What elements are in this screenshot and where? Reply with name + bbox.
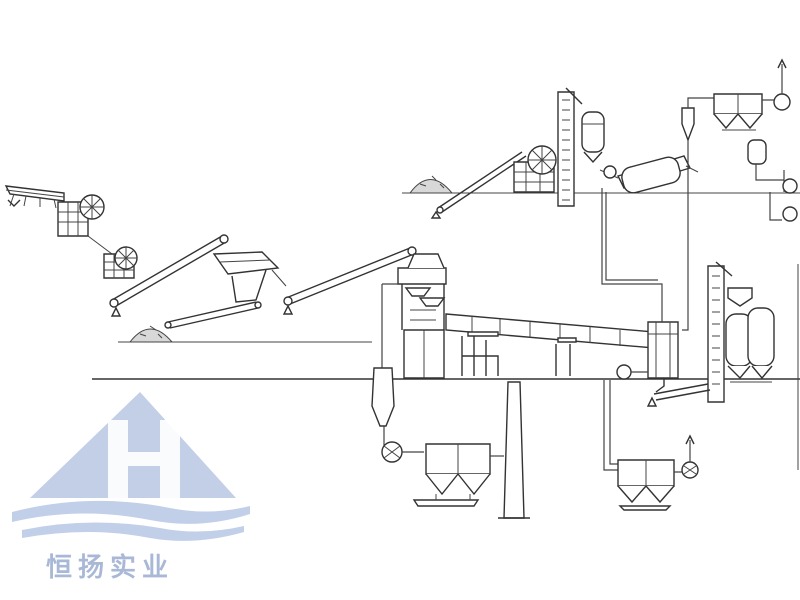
induced-draft-fan-icon-right	[674, 436, 698, 478]
cement-silo-icon	[726, 308, 774, 382]
raw-material-silo-icon	[582, 112, 604, 162]
belt-conveyor-icon-1	[110, 235, 228, 316]
bag-dust-collector-icon-right	[618, 460, 674, 510]
belt-conveyor-icon-2	[165, 302, 261, 328]
bucket-elevator-icon-upper	[558, 88, 582, 206]
secondary-crusher-icon	[104, 247, 137, 278]
company-logo	[12, 392, 250, 541]
chimney-icon	[498, 382, 530, 518]
vibrating-feeder-icon	[6, 186, 64, 208]
vibrating-screen-icon	[214, 252, 286, 302]
jaw-crusher-icon-upper	[514, 146, 556, 192]
bucket-elevator-icon-right	[708, 262, 732, 402]
jaw-crusher-icon	[58, 195, 112, 254]
clinker-cooler-icon	[648, 322, 678, 392]
raw-material-pile-icon-2	[410, 176, 452, 193]
bag-dust-collector-icon-lower	[414, 444, 504, 506]
bag-dust-collector-icon-upper	[714, 94, 762, 130]
belt-conveyor-icon-3	[284, 247, 416, 314]
logo-wave-2	[22, 522, 244, 541]
cement-conveyor-icon	[648, 384, 710, 406]
logo-wave-1	[12, 500, 250, 524]
powder-separator-icon	[748, 140, 797, 221]
raw-meal-duct	[602, 176, 688, 330]
induced-draft-fan-icon-upper	[762, 60, 790, 110]
logo-sail-shape	[30, 392, 236, 498]
company-name: 恒扬实业	[46, 553, 175, 583]
cooler-exhaust-duct	[604, 365, 648, 470]
belt-conveyor-icon-4	[432, 152, 526, 218]
raw-mill-icon	[600, 155, 698, 195]
preheater-tower-icon	[398, 254, 446, 378]
cyclone-separator-icon	[682, 98, 714, 176]
cyclone-icon-lower	[372, 284, 398, 446]
induced-draft-fan-icon-lower	[382, 442, 424, 462]
cement-silo-icon-feed	[728, 288, 752, 306]
raw-material-pile-icon-1	[130, 326, 172, 342]
